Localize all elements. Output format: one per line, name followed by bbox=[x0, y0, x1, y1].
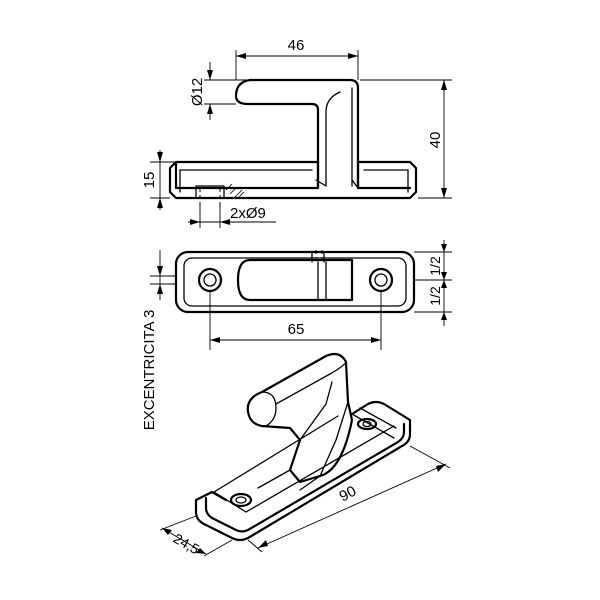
dim-diameter-12: Ø12 bbox=[189, 78, 206, 106]
dim-65: 65 bbox=[288, 321, 305, 338]
dim-24-5: 24,5 bbox=[171, 530, 203, 558]
isometric-view bbox=[194, 352, 412, 542]
dim-half-upper: 1/2 bbox=[427, 256, 443, 276]
dim-90: 90 bbox=[337, 483, 360, 506]
front-view bbox=[168, 78, 418, 206]
dim-40: 40 bbox=[427, 132, 444, 149]
dim-half-lower: 1/2 bbox=[427, 286, 443, 306]
top-view bbox=[174, 250, 416, 314]
eccentricity-note: EXCENTRICITA 3 bbox=[141, 310, 158, 431]
dim-46: 46 bbox=[288, 37, 305, 54]
dimensions: 46 Ø12 40 15 2xØ9 1/2 1/2 bbox=[141, 37, 452, 558]
dim-15: 15 bbox=[141, 172, 158, 189]
dim-2x-diameter-9: 2xØ9 bbox=[230, 205, 266, 222]
